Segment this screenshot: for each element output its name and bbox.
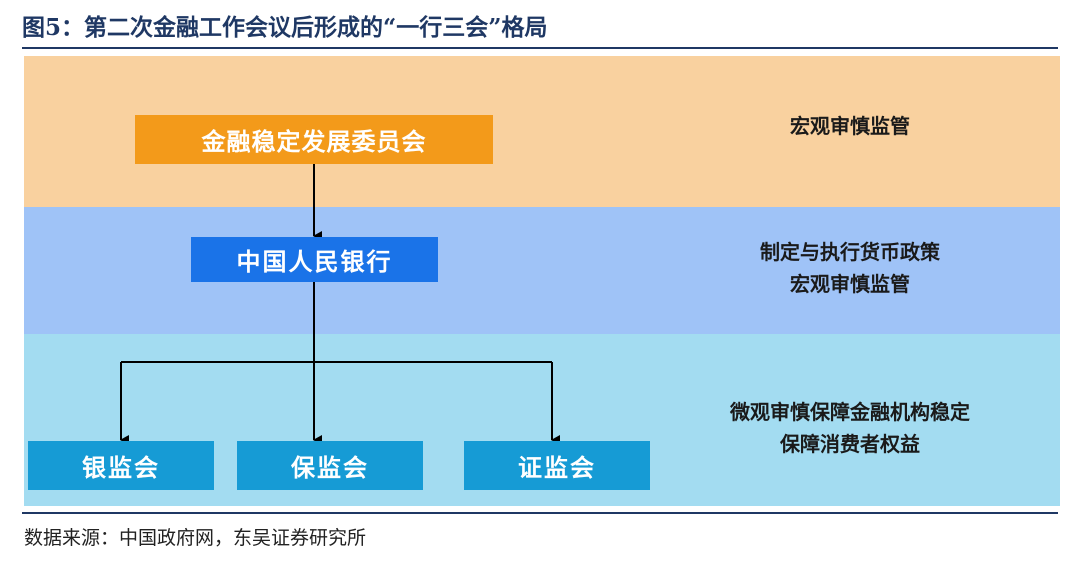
role-regulators-line-1: 微观审慎保障金融机构稳定 [730,400,970,424]
role-regulators-line-2: 保障消费者权益 [780,432,920,456]
role-macro: 宏观审慎监管 [660,110,1040,142]
role-central-bank-line-2: 宏观审慎监管 [790,272,910,296]
cbrc-box: 银监会 [28,441,214,490]
role-central-bank-line-1: 制定与执行货币政策 [760,240,940,264]
bottom-rule [22,512,1058,514]
source-note: 数据来源：中国政府网，东吴证券研究所 [24,527,367,549]
role-central-bank: 制定与执行货币政策 宏观审慎监管 [660,236,1040,300]
circ-box: 保监会 [237,441,423,490]
csrc-box: 证监会 [464,441,650,490]
fsdc-box: 金融稳定发展委员会 [135,115,493,164]
figure-title: 图5：第二次金融工作会议后形成的“一行三会”格局 [22,14,548,41]
role-macro-line: 宏观审慎监管 [790,114,910,138]
role-regulators: 微观审慎保障金融机构稳定 保障消费者权益 [660,396,1040,460]
top-rule [22,47,1058,49]
pboc-box: 中国人民银行 [191,237,438,282]
